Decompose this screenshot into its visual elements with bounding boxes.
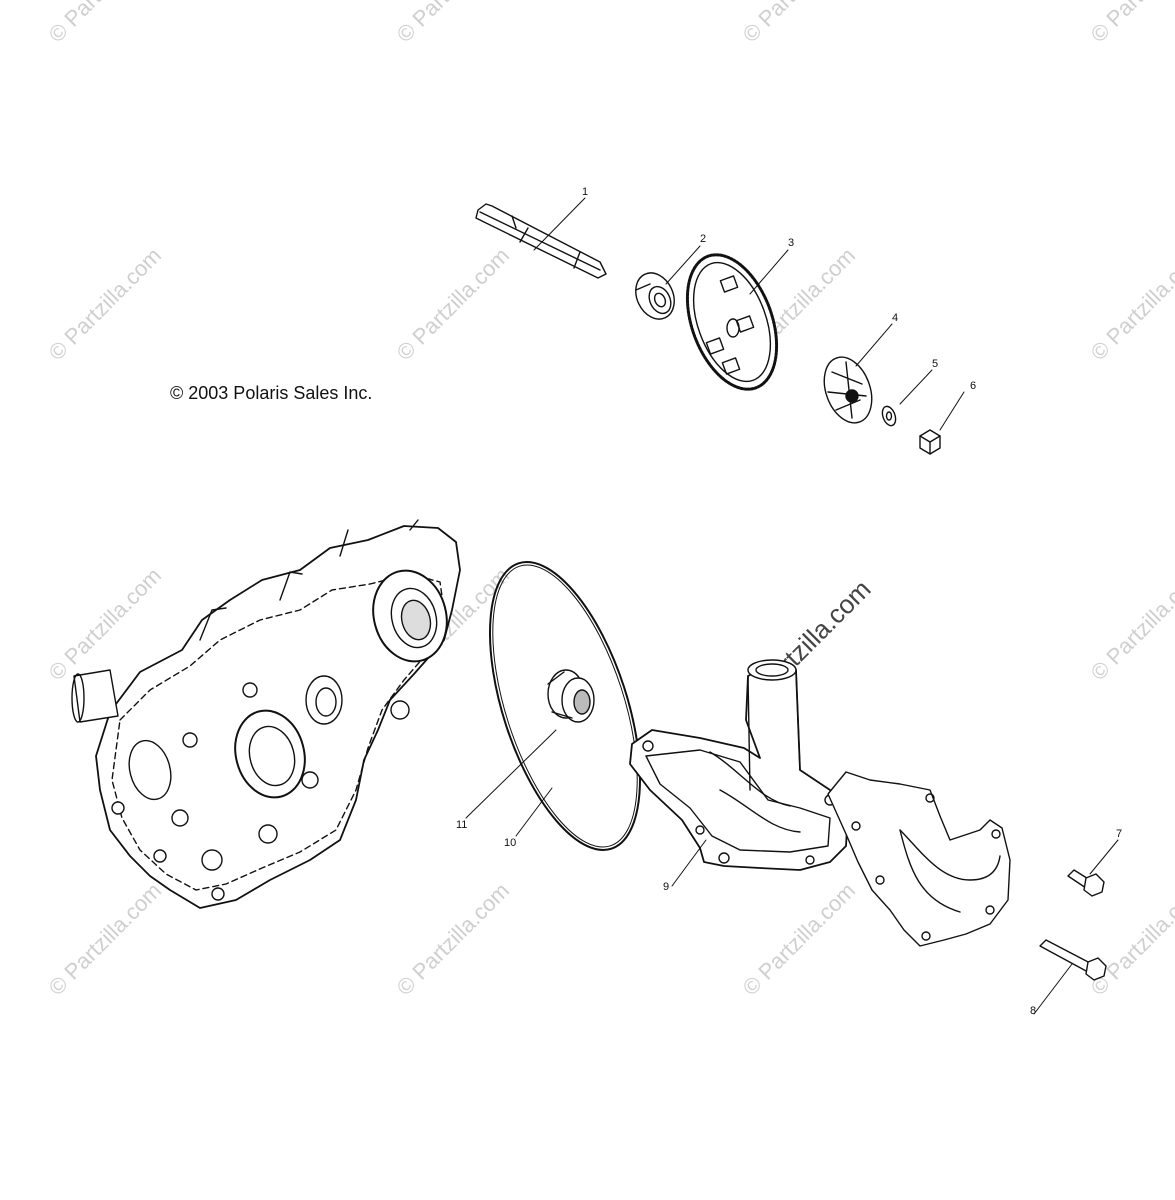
callouts: 1 2 3 4 5 6 7 8 9 10 11 [456,186,1122,1017]
callout-7: 7 [1116,828,1122,840]
callout-6: 6 [970,380,976,392]
callout-11: 11 [456,819,467,831]
part-gasket [827,771,1011,947]
copyright-text: © 2003 Polaris Sales Inc. [170,383,373,403]
part-bolt-long [1039,939,1107,981]
part-bearing [635,272,675,320]
callout-3: 3 [788,237,794,249]
part-impeller [823,356,873,424]
part-seal [547,669,595,723]
callout-10: 10 [504,837,516,849]
part-crankcase [71,519,461,909]
part-gear [685,253,779,391]
part-nut [919,429,941,455]
callout-4: 4 [892,312,898,324]
callout-1: 1 [582,186,588,198]
part-shaft [475,203,607,279]
part-o-ring [488,561,642,851]
callout-2: 2 [700,233,706,245]
callout-8: 8 [1030,1005,1036,1017]
callout-9: 9 [663,881,669,893]
part-washer [881,405,897,427]
callout-5: 5 [932,358,938,370]
leader-lines [465,197,1119,1015]
part-pump-cover [629,659,849,871]
part-bolt-short [1067,869,1105,897]
